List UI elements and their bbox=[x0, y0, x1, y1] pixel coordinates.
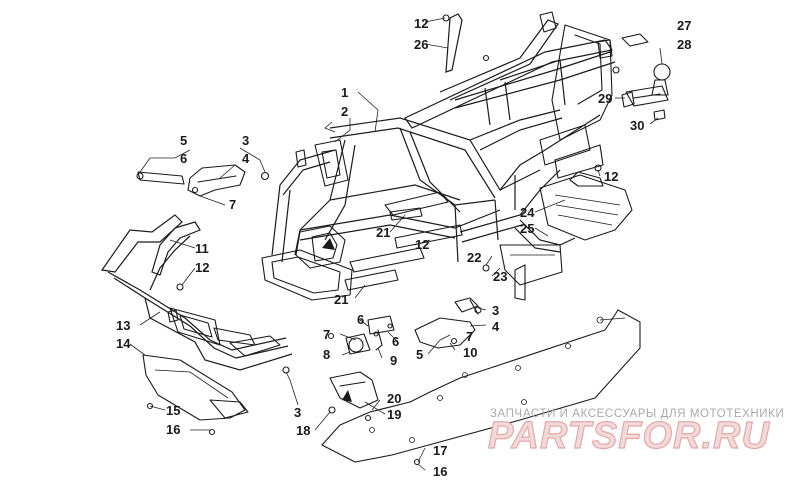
rear-hitch bbox=[612, 33, 671, 121]
callout-8: 8 bbox=[323, 347, 330, 362]
callout-7c: 7 bbox=[466, 329, 473, 344]
callout-17: 17 bbox=[433, 443, 447, 458]
callout-3b: 3 bbox=[294, 405, 301, 420]
arrow-icon bbox=[322, 238, 352, 402]
leader-lines bbox=[129, 17, 663, 471]
callout-18: 18 bbox=[296, 423, 310, 438]
callout-12d: 12 bbox=[414, 16, 428, 31]
callout-21b: 21 bbox=[334, 292, 348, 307]
callout-16: 16 bbox=[166, 422, 180, 437]
callout-6c: 6 bbox=[392, 334, 399, 349]
callout-13: 13 bbox=[116, 318, 130, 333]
callout-6: 6 bbox=[180, 151, 187, 166]
left-rod bbox=[136, 171, 185, 185]
callout-15: 15 bbox=[166, 403, 180, 418]
callout-28: 28 bbox=[677, 37, 691, 52]
callout-26: 26 bbox=[414, 37, 428, 52]
callout-4b: 4 bbox=[492, 319, 500, 334]
callout-27: 27 bbox=[677, 18, 691, 33]
callout-11: 11 bbox=[195, 241, 209, 256]
small-parts bbox=[345, 315, 395, 355]
callout-12c: 12 bbox=[604, 169, 618, 184]
callout-10: 10 bbox=[463, 345, 477, 360]
callout-1: 1 bbox=[341, 85, 348, 100]
callout-23: 23 bbox=[493, 269, 507, 284]
fasteners bbox=[146, 54, 602, 466]
upper-rod bbox=[442, 13, 463, 73]
callout-3: 3 bbox=[242, 133, 249, 148]
callout-9: 9 bbox=[390, 353, 397, 368]
left-bracket bbox=[187, 164, 270, 197]
callout-4: 4 bbox=[242, 151, 250, 166]
callout-12b: 12 bbox=[415, 237, 429, 252]
front-skid-plate bbox=[142, 354, 249, 421]
callout-22: 22 bbox=[467, 250, 481, 265]
right-footrest bbox=[499, 171, 633, 301]
callout-25: 25 bbox=[520, 221, 534, 236]
callout-6b: 6 bbox=[357, 312, 364, 327]
right-bracket bbox=[414, 297, 479, 349]
watermark-logo: PARTSFOR.RU bbox=[488, 415, 770, 457]
callout-labels: 1 2 3 4 5 6 7 11 12 13 14 15 16 3 18 20 … bbox=[116, 16, 691, 479]
callout-7: 7 bbox=[229, 197, 236, 212]
callout-2: 2 bbox=[341, 104, 348, 119]
watermark: ЗАПЧАСТИ И АКСЕССУАРЫ ДЛЯ МОТОТЕХНИКИ PA… bbox=[487, 408, 784, 458]
callout-12: 12 bbox=[195, 260, 209, 275]
callout-30: 30 bbox=[630, 118, 644, 133]
front-bumper bbox=[100, 214, 293, 371]
lower-bracket bbox=[328, 371, 379, 422]
callout-5: 5 bbox=[180, 133, 187, 148]
callout-24: 24 bbox=[520, 205, 535, 220]
callout-16b: 16 bbox=[433, 464, 447, 479]
callout-19: 19 bbox=[387, 407, 401, 422]
callout-5b: 5 bbox=[416, 347, 423, 362]
callout-29: 29 bbox=[598, 91, 612, 106]
footwell-bars bbox=[344, 207, 423, 291]
callout-3c: 3 bbox=[492, 303, 499, 318]
callout-7b: 7 bbox=[323, 327, 330, 342]
front-upper-bar bbox=[151, 221, 201, 276]
main-frame bbox=[261, 11, 616, 301]
watermark-tagline: ЗАПЧАСТИ И АКСЕССУАРЫ ДЛЯ МОТОТЕХНИКИ bbox=[490, 408, 784, 420]
callout-21: 21 bbox=[376, 225, 390, 240]
central-skid-plate bbox=[321, 309, 641, 463]
callout-14: 14 bbox=[116, 336, 131, 351]
callout-20: 20 bbox=[387, 391, 401, 406]
